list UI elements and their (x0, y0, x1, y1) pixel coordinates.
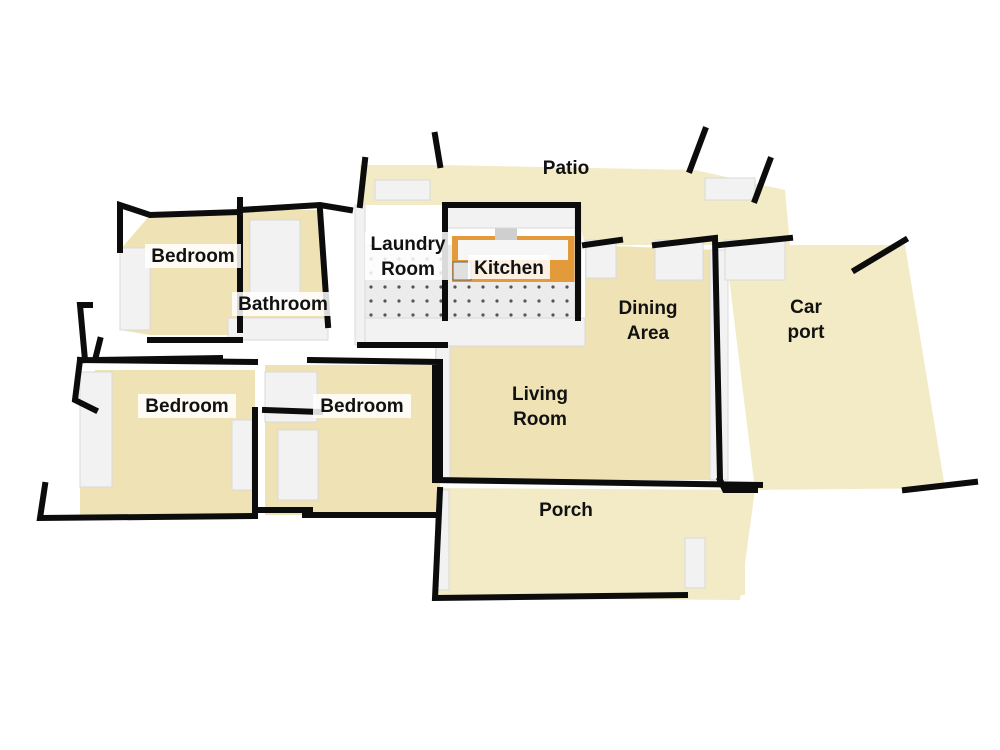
label-bedroom-middle: Bedroom (320, 396, 403, 417)
porch-floor (435, 488, 755, 600)
living-floor (435, 245, 720, 480)
label-bathroom: Bathroom (238, 294, 328, 315)
label-carport-line2: port (788, 322, 826, 343)
label-bedroom-top: Bedroom (151, 246, 234, 267)
label-laundry-line2: Room (381, 259, 435, 280)
label-dining-line2: Area (627, 323, 670, 344)
label-kitchen: Kitchen (474, 258, 544, 279)
label-dining-line1: Dining (618, 298, 677, 319)
label-porch: Porch (539, 500, 593, 521)
label-carport-line1: Car (790, 297, 822, 318)
label-living-line1: Living (512, 384, 568, 405)
label-living-line2: Room (513, 409, 567, 430)
carport-floor (725, 245, 945, 490)
room-labels: Patio Bedroom Bathroom Laundry Room Kitc… (138, 158, 825, 521)
wall-sides (79, 177, 786, 591)
label-bedroom-left: Bedroom (145, 396, 228, 417)
label-laundry-line1: Laundry (371, 234, 446, 255)
label-patio: Patio (543, 158, 589, 179)
kitchen-sink (495, 228, 517, 240)
wall-tops (36, 126, 979, 602)
